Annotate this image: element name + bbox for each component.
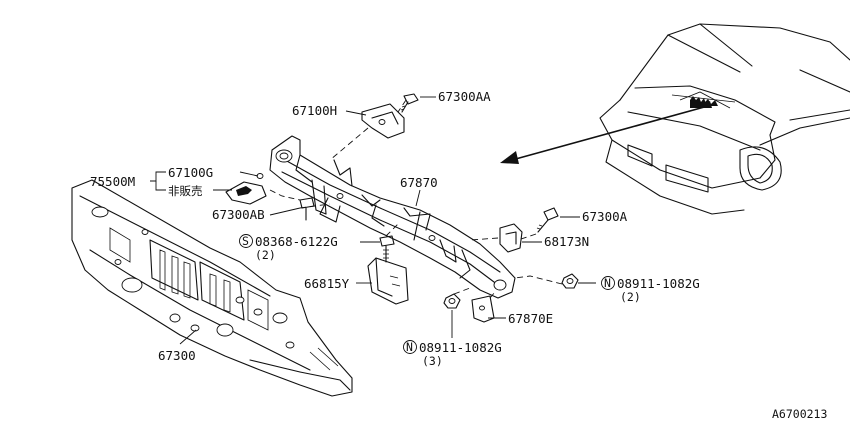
bolt-67300a <box>536 207 559 233</box>
label-08911-1082g-right: 08911-1082G <box>617 276 700 291</box>
svg-text:N: N <box>406 340 413 354</box>
symbol-s: S <box>239 234 253 248</box>
vehicle-illustration <box>599 23 850 215</box>
symbol-n-bottom: N <box>403 340 417 354</box>
label-67300: 67300 <box>158 348 196 363</box>
bracket-66815y <box>367 257 409 305</box>
location-arrow <box>500 105 709 164</box>
label-68173n: 68173N <box>544 234 589 249</box>
bolt-67300ab <box>299 197 315 221</box>
label-67300ab: 67300AB <box>212 207 265 222</box>
bracket-68173n <box>499 223 523 253</box>
bracket-67870e <box>471 295 495 323</box>
label-67300a: 67300A <box>582 209 628 224</box>
label-67870e: 67870E <box>508 311 553 326</box>
label-08368-qty: (2) <box>255 248 276 262</box>
label-67870: 67870 <box>400 175 438 190</box>
svg-text:S: S <box>242 234 249 248</box>
diagram-code: A6700213 <box>772 407 827 421</box>
symbol-n-right: N <box>601 276 615 290</box>
dash-panel <box>71 179 353 397</box>
label-08911-bottom-qty: (3) <box>422 354 443 368</box>
part-labels: 67100H 67300AA 75500M 67100G 非販売 67300AB… <box>90 89 827 421</box>
label-75500m: 75500M <box>90 174 135 189</box>
label-67100g: 67100G <box>168 165 213 180</box>
label-08368-6122g: 08368-6122G <box>255 234 338 249</box>
nut-08911-right <box>561 273 579 289</box>
label-not-for-sale: 非販売 <box>168 184 203 198</box>
label-08911-1082g-bottom: 08911-1082G <box>419 340 502 355</box>
label-66815y: 66815Y <box>304 276 350 291</box>
label-67100h: 67100H <box>292 103 337 118</box>
screw-08368 <box>379 235 395 263</box>
svg-text:N: N <box>604 276 611 290</box>
label-67300aa: 67300AA <box>438 89 491 104</box>
steering-support-beam <box>269 135 516 299</box>
label-08911-right-qty: (2) <box>620 290 641 304</box>
bracket-67100h <box>361 103 405 139</box>
nut-08911-bottom <box>443 293 461 309</box>
fitment-lines <box>269 99 563 299</box>
bolt-67300aa <box>400 93 419 113</box>
bracket-67100g <box>225 173 267 205</box>
leader-lines <box>150 96 596 345</box>
